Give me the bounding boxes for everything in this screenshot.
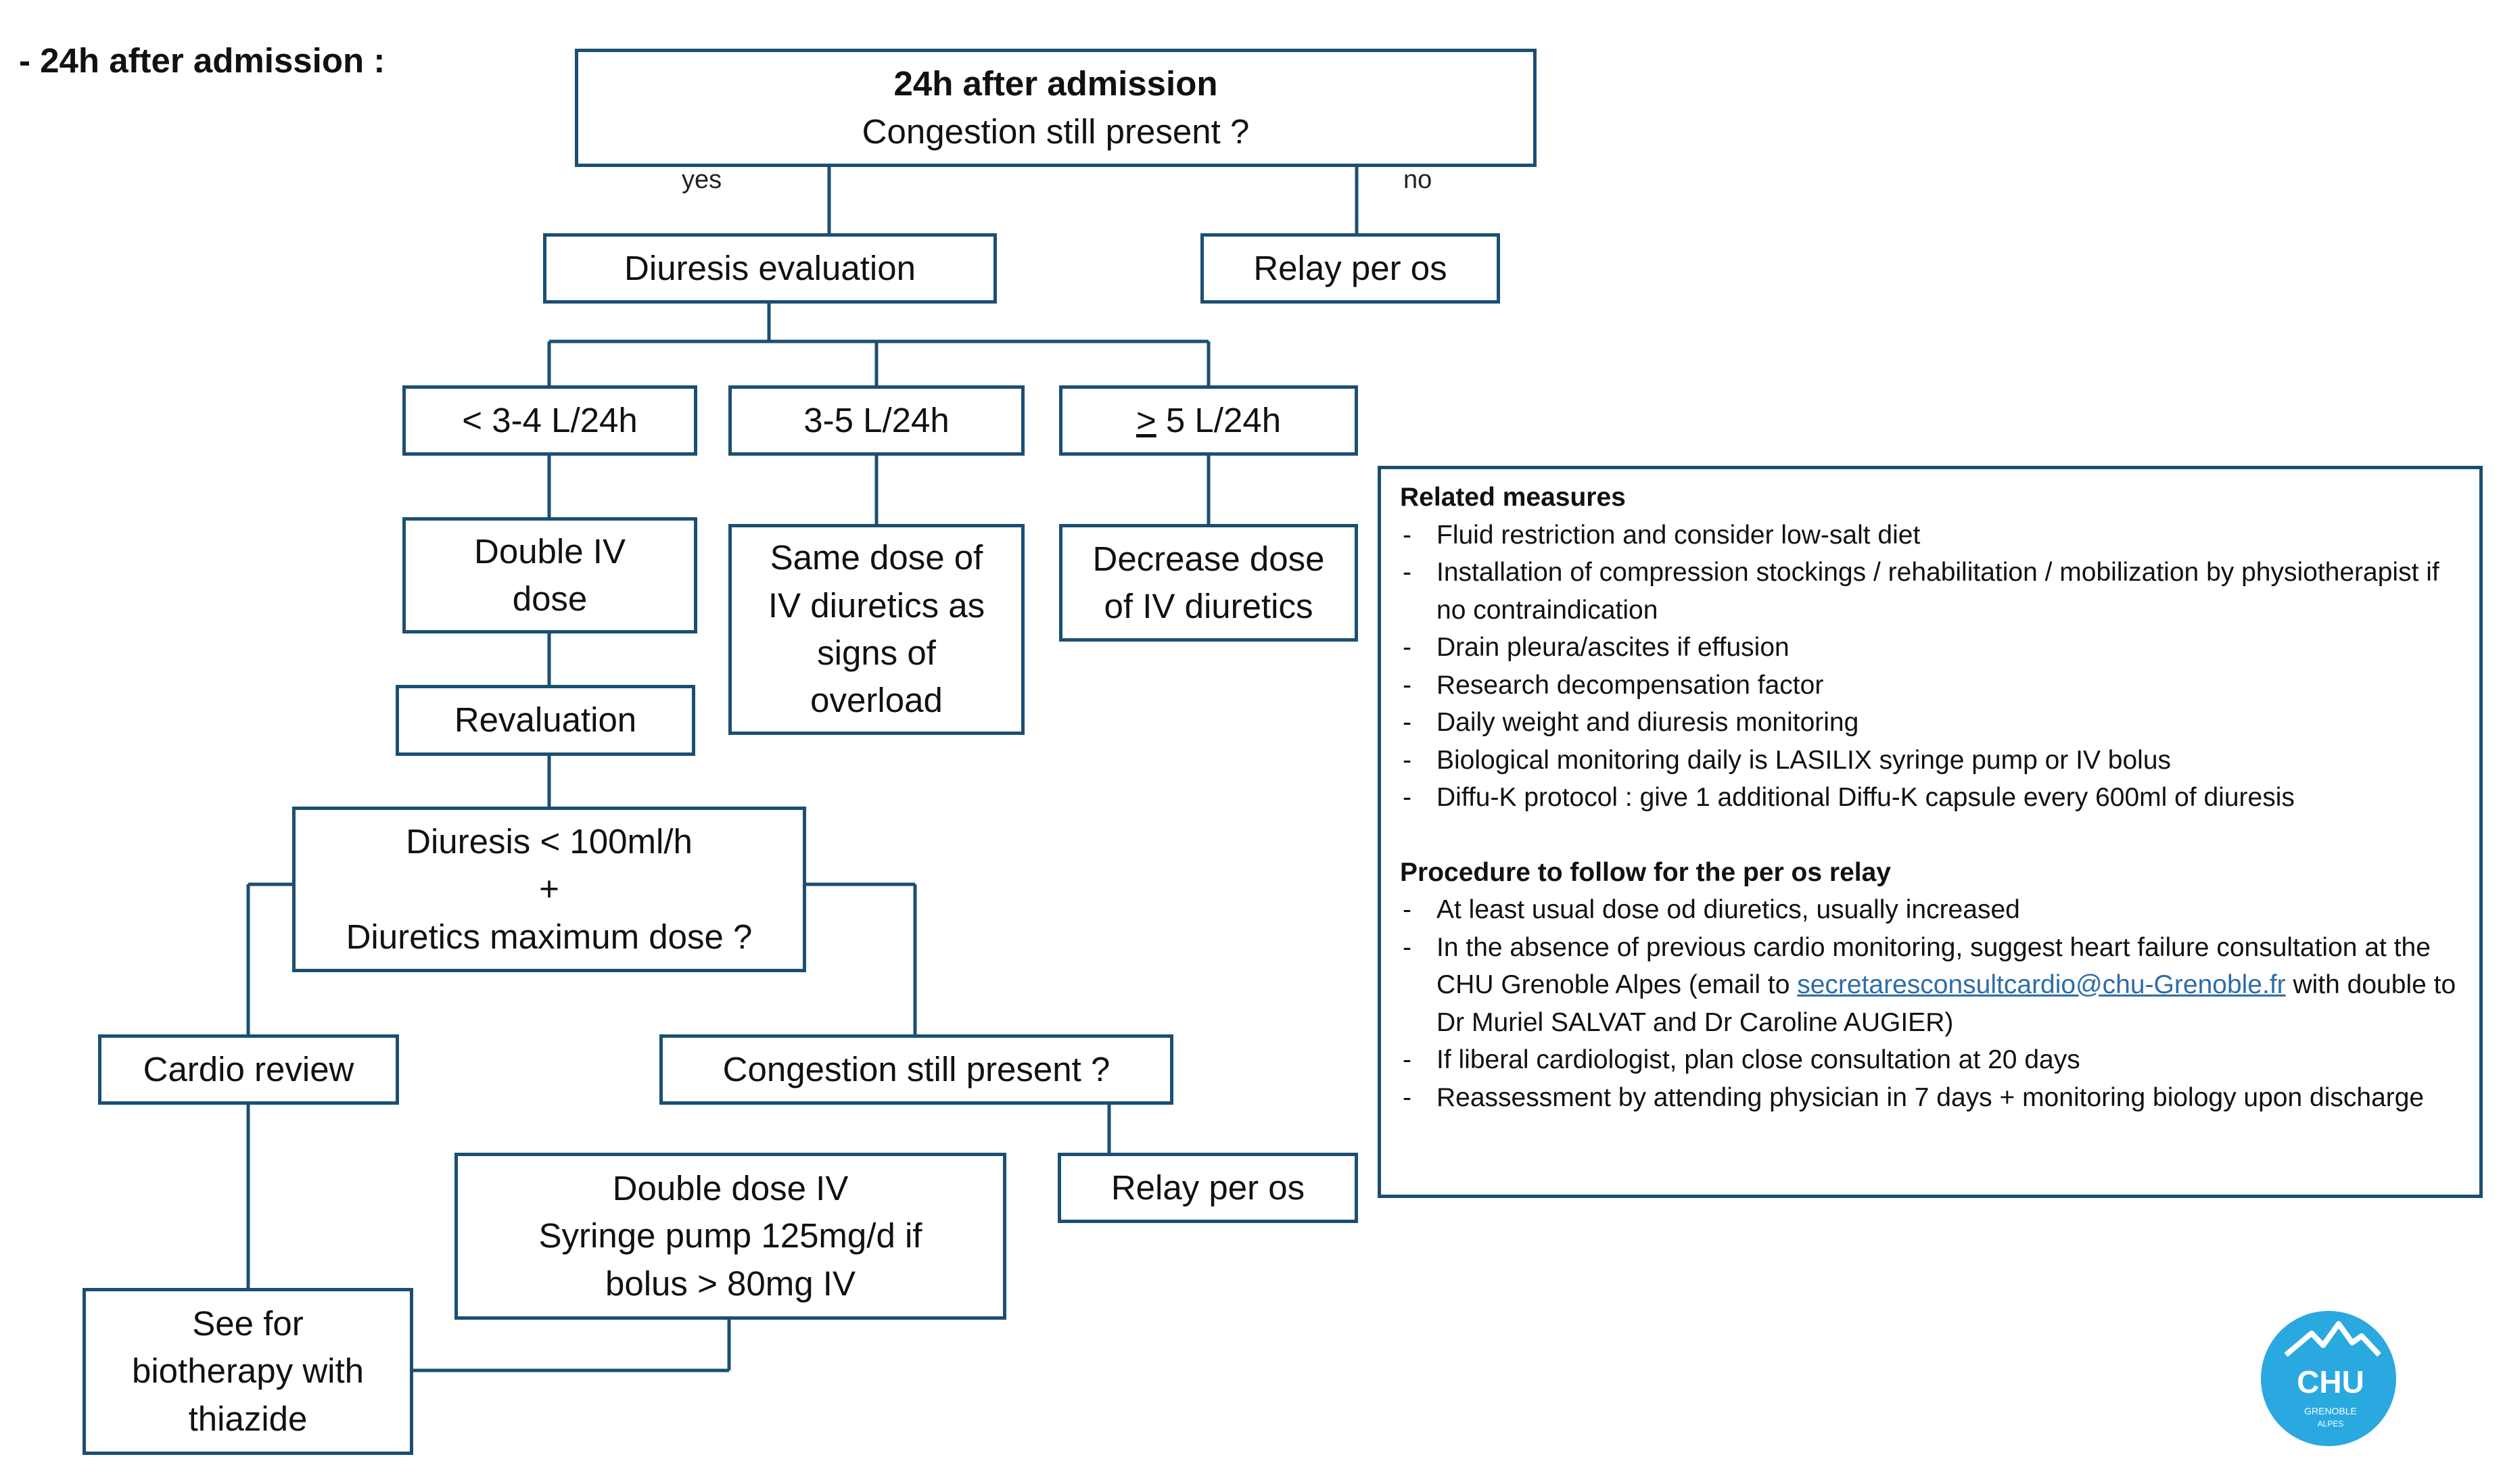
node-revaluation-text: Revaluation <box>454 700 637 740</box>
node-double-iv-dose-line1: Double IV <box>474 531 626 571</box>
node-same-dose-line1: Same dose of <box>770 538 983 577</box>
procedure-item-text-after: with double to Dr Muriel SALVAT and Dr C… <box>1436 970 2456 1037</box>
node-24h-admission: 24h after admission Congestion still pre… <box>575 49 1537 167</box>
node-relay-per-os-top: Relay per os <box>1200 233 1500 304</box>
node-decrease-dose-line1: Decrease dose <box>1092 539 1325 578</box>
node-diuresis-condition: Diuresis < 100ml/h + Diuretics maximum d… <box>292 807 806 972</box>
node-biotherapy: See for biotherapy with thiazide <box>83 1288 413 1455</box>
related-measure-item: Research decompensation factor <box>1400 667 2460 704</box>
node-decrease-dose: Decrease dose of IV diuretics <box>1059 524 1358 642</box>
node-relay-per-os-bottom-text: Relay per os <box>1110 1168 1305 1207</box>
node-double-dose-iv-line3: bolus > 80mg IV <box>605 1264 856 1303</box>
range-high-rest: 5 L/24h <box>1156 400 1282 439</box>
node-same-dose-line4: overload <box>810 681 943 720</box>
procedure-item-email: In the absence of previous cardio monito… <box>1400 929 2460 1042</box>
chu-logo-text: CHU <box>2297 1364 2364 1399</box>
related-measure-item: Diffu-K protocol : give 1 additional Dif… <box>1400 779 2460 817</box>
node-congestion-still-present: Congestion still present ? <box>659 1034 1173 1105</box>
node-double-dose-iv-line1: Double dose IV <box>612 1168 849 1207</box>
node-range-low: < 3-4 L/24h <box>402 385 697 456</box>
procedure-list: At least usual dose od diuretics, usuall… <box>1400 891 2460 1116</box>
range-high-symbol: > <box>1136 400 1156 439</box>
page-heading: - 24h after admission : <box>19 41 385 80</box>
procedure-item-text-before: In the absence of previous cardio monito… <box>1436 932 2431 1000</box>
related-measure-item: Installation of compression stockings / … <box>1400 554 2460 629</box>
node-range-low-text: < 3-4 L/24h <box>462 400 638 439</box>
related-measure-item: Daily weight and diuresis monitoring <box>1400 704 2460 742</box>
node-biotherapy-line3: thiazide <box>188 1399 308 1438</box>
label-yes: yes <box>682 166 722 194</box>
node-double-dose-iv-line2: Syringe pump 125mg/d if <box>538 1216 922 1255</box>
node-diuresis-evaluation: Diuresis evaluation <box>543 233 997 304</box>
procedure-item: If liberal cardiologist, plan close cons… <box>1400 1041 2460 1079</box>
related-measure-item: Fluid restriction and consider low-salt … <box>1400 517 2460 554</box>
node-diuresis-condition-line1: Diuresis < 100ml/h <box>406 821 693 861</box>
node-biotherapy-line2: biotherapy with <box>131 1351 365 1391</box>
node-revaluation: Revaluation <box>396 685 695 756</box>
node-range-high-text: > 5 L/24h <box>1136 397 1281 444</box>
node-cardio-review: Cardio review <box>98 1034 399 1105</box>
node-diuresis-evaluation-text: Diuresis evaluation <box>624 248 916 287</box>
related-measures-title: Related measures <box>1400 483 1626 512</box>
node-same-dose: Same dose of IV diuretics as signs of ov… <box>728 524 1025 735</box>
node-double-iv-dose: Double IV dose <box>402 517 697 633</box>
node-relay-per-os-top-text: Relay per os <box>1253 248 1447 287</box>
related-measure-item: Drain pleura/ascites if effusion <box>1400 629 2460 667</box>
node-diuresis-condition-line2: + <box>539 869 559 909</box>
node-same-dose-line3: signs of <box>817 633 936 672</box>
chu-logo-subtext2: ALPES <box>2318 1419 2344 1429</box>
mountain-icon <box>2284 1321 2381 1358</box>
node-same-dose-line2: IV diuretics as <box>768 585 985 625</box>
node-cardio-review-text: Cardio review <box>143 1049 354 1088</box>
email-link[interactable]: secretaresconsultcardio@chu-Grenoble.fr <box>1797 970 2286 999</box>
node-biotherapy-line1: See for <box>192 1303 304 1343</box>
node-congestion-still-present-text: Congestion still present ? <box>722 1049 1110 1088</box>
related-measure-item: Biological monitoring daily is LASILIX s… <box>1400 742 2460 780</box>
procedure-item: At least usual dose od diuretics, usuall… <box>1400 891 2460 929</box>
procedure-item: Reassessment by attending physician in 7… <box>1400 1079 2460 1117</box>
node-range-mid: 3-5 L/24h <box>728 385 1025 456</box>
node-double-iv-dose-line2: dose <box>512 579 588 618</box>
chu-logo: CHU GRENOBLE ALPES <box>2261 1311 2396 1446</box>
node-decrease-dose-line2: of IV diuretics <box>1104 587 1313 625</box>
related-measures-list: Fluid restriction and consider low-salt … <box>1400 517 2460 817</box>
chu-logo-subtext: GRENOBLE <box>2304 1406 2357 1416</box>
node-range-high: > 5 L/24h <box>1059 385 1358 456</box>
label-no: no <box>1403 166 1432 194</box>
node-range-mid-text: 3-5 L/24h <box>803 400 950 439</box>
node-24h-admission-title: 24h after admission <box>893 64 1218 103</box>
node-double-dose-iv: Double dose IV Syringe pump 125mg/d if b… <box>454 1153 1006 1320</box>
related-measures-panel: Related measures Fluid restriction and c… <box>1378 466 2483 1198</box>
node-diuresis-condition-line3: Diuretics maximum dose ? <box>346 917 753 956</box>
procedure-title: Procedure to follow for the per os relay <box>1400 857 1891 887</box>
node-relay-per-os-bottom: Relay per os <box>1058 1153 1358 1223</box>
section-gap <box>1400 817 2460 854</box>
node-24h-admission-question: Congestion still present ? <box>862 112 1250 151</box>
